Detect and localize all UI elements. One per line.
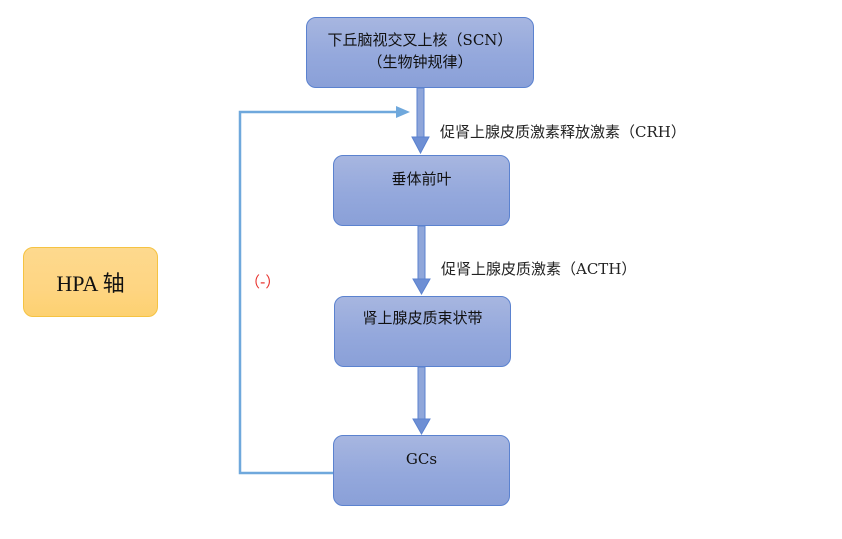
edge-label-acth: 促肾上腺皮质激素（ACTH）	[441, 260, 637, 278]
node-gcs-label: GCs	[405, 450, 438, 468]
node-adrenal-cortex: 肾上腺皮质束状带	[334, 296, 511, 367]
feedback-arrow	[238, 106, 410, 475]
hpa-axis-label: HPA 轴	[56, 271, 125, 296]
arrow-scn-to-pituitary	[411, 87, 430, 155]
edge-label-crh: 促肾上腺皮质激素释放激素（CRH）	[440, 123, 686, 141]
node-pituitary-label: 垂体前叶	[391, 170, 452, 188]
arrow-adrenal-to-gcs	[412, 366, 431, 436]
node-pituitary: 垂体前叶	[333, 155, 510, 226]
node-scn-label: 下丘脑视交叉上核（SCN）	[327, 31, 513, 49]
hpa-axis-title: HPA 轴	[23, 247, 158, 317]
arrow-pituitary-to-adrenal	[412, 225, 431, 296]
node-scn: 下丘脑视交叉上核（SCN） （生物钟规律）	[306, 17, 534, 88]
negative-feedback-label: （-）	[245, 273, 281, 291]
node-adrenal-label: 肾上腺皮质束状带	[362, 309, 483, 327]
node-gcs: GCs	[333, 435, 510, 506]
node-scn-sublabel: （生物钟规律）	[367, 53, 473, 71]
